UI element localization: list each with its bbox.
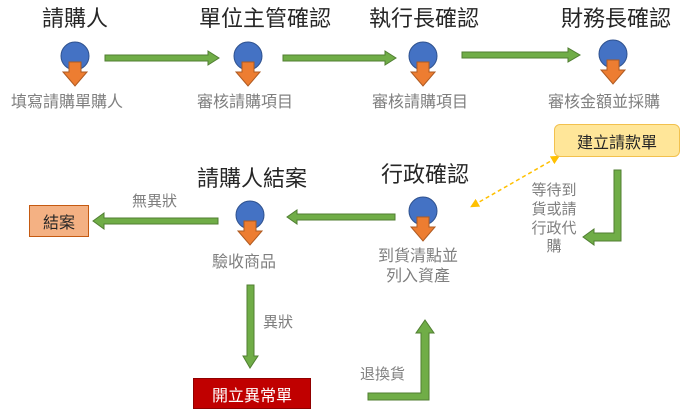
title-finance-director: 財務長確認 <box>561 7 672 32</box>
arrow-requester-to-manager <box>104 50 220 66</box>
abnormal-report-box: 開立異常單 <box>193 378 311 409</box>
node-icon-finance-director <box>598 38 630 88</box>
node-icon-exec-director <box>408 40 440 90</box>
arrow-exchange-to-admin <box>367 319 435 401</box>
label-wait-or-proxy: 等待到貨或請行政代購 <box>531 181 577 256</box>
arrow-admin-to-closer <box>286 209 396 225</box>
node-icon-requester-close <box>235 199 267 249</box>
label-issue: 異狀 <box>263 313 294 331</box>
node-icon-requester <box>60 40 92 90</box>
task-finance-director: 審核金額並採購 <box>548 92 661 111</box>
title-dept-manager: 單位主管確認 <box>199 7 332 32</box>
arrow-inspect-to-abnormal <box>242 284 259 369</box>
arrow-manager-to-exec <box>282 50 397 66</box>
node-icon-dept-manager <box>233 40 265 90</box>
title-exec-director: 執行長確認 <box>369 7 480 32</box>
task-requester: 填寫請購單購人 <box>11 92 124 111</box>
arrow-exec-to-finance <box>461 47 581 63</box>
case-closed-box: 結案 <box>29 205 89 237</box>
task-requester-close: 驗收商品 <box>212 252 277 271</box>
title-requester-close: 請購人結案 <box>197 167 308 192</box>
title-admin: 行政確認 <box>381 163 470 188</box>
task-dept-manager: 審核請購項目 <box>197 92 294 111</box>
node-icon-admin <box>408 195 440 245</box>
label-no-issue: 無異狀 <box>132 192 178 210</box>
task-exec-director: 審核請購項目 <box>372 92 469 111</box>
dashed-link-invoice-admin <box>470 155 560 208</box>
task-admin: 到貨清點並列入資產 <box>377 246 458 285</box>
title-requester: 請購人 <box>42 7 109 32</box>
create-invoice-box: 建立請款單 <box>554 124 680 157</box>
arrow-closer-to-close <box>92 212 219 230</box>
label-exchange: 退換貨 <box>360 365 406 383</box>
arrow-finance-to-admin <box>582 169 622 246</box>
